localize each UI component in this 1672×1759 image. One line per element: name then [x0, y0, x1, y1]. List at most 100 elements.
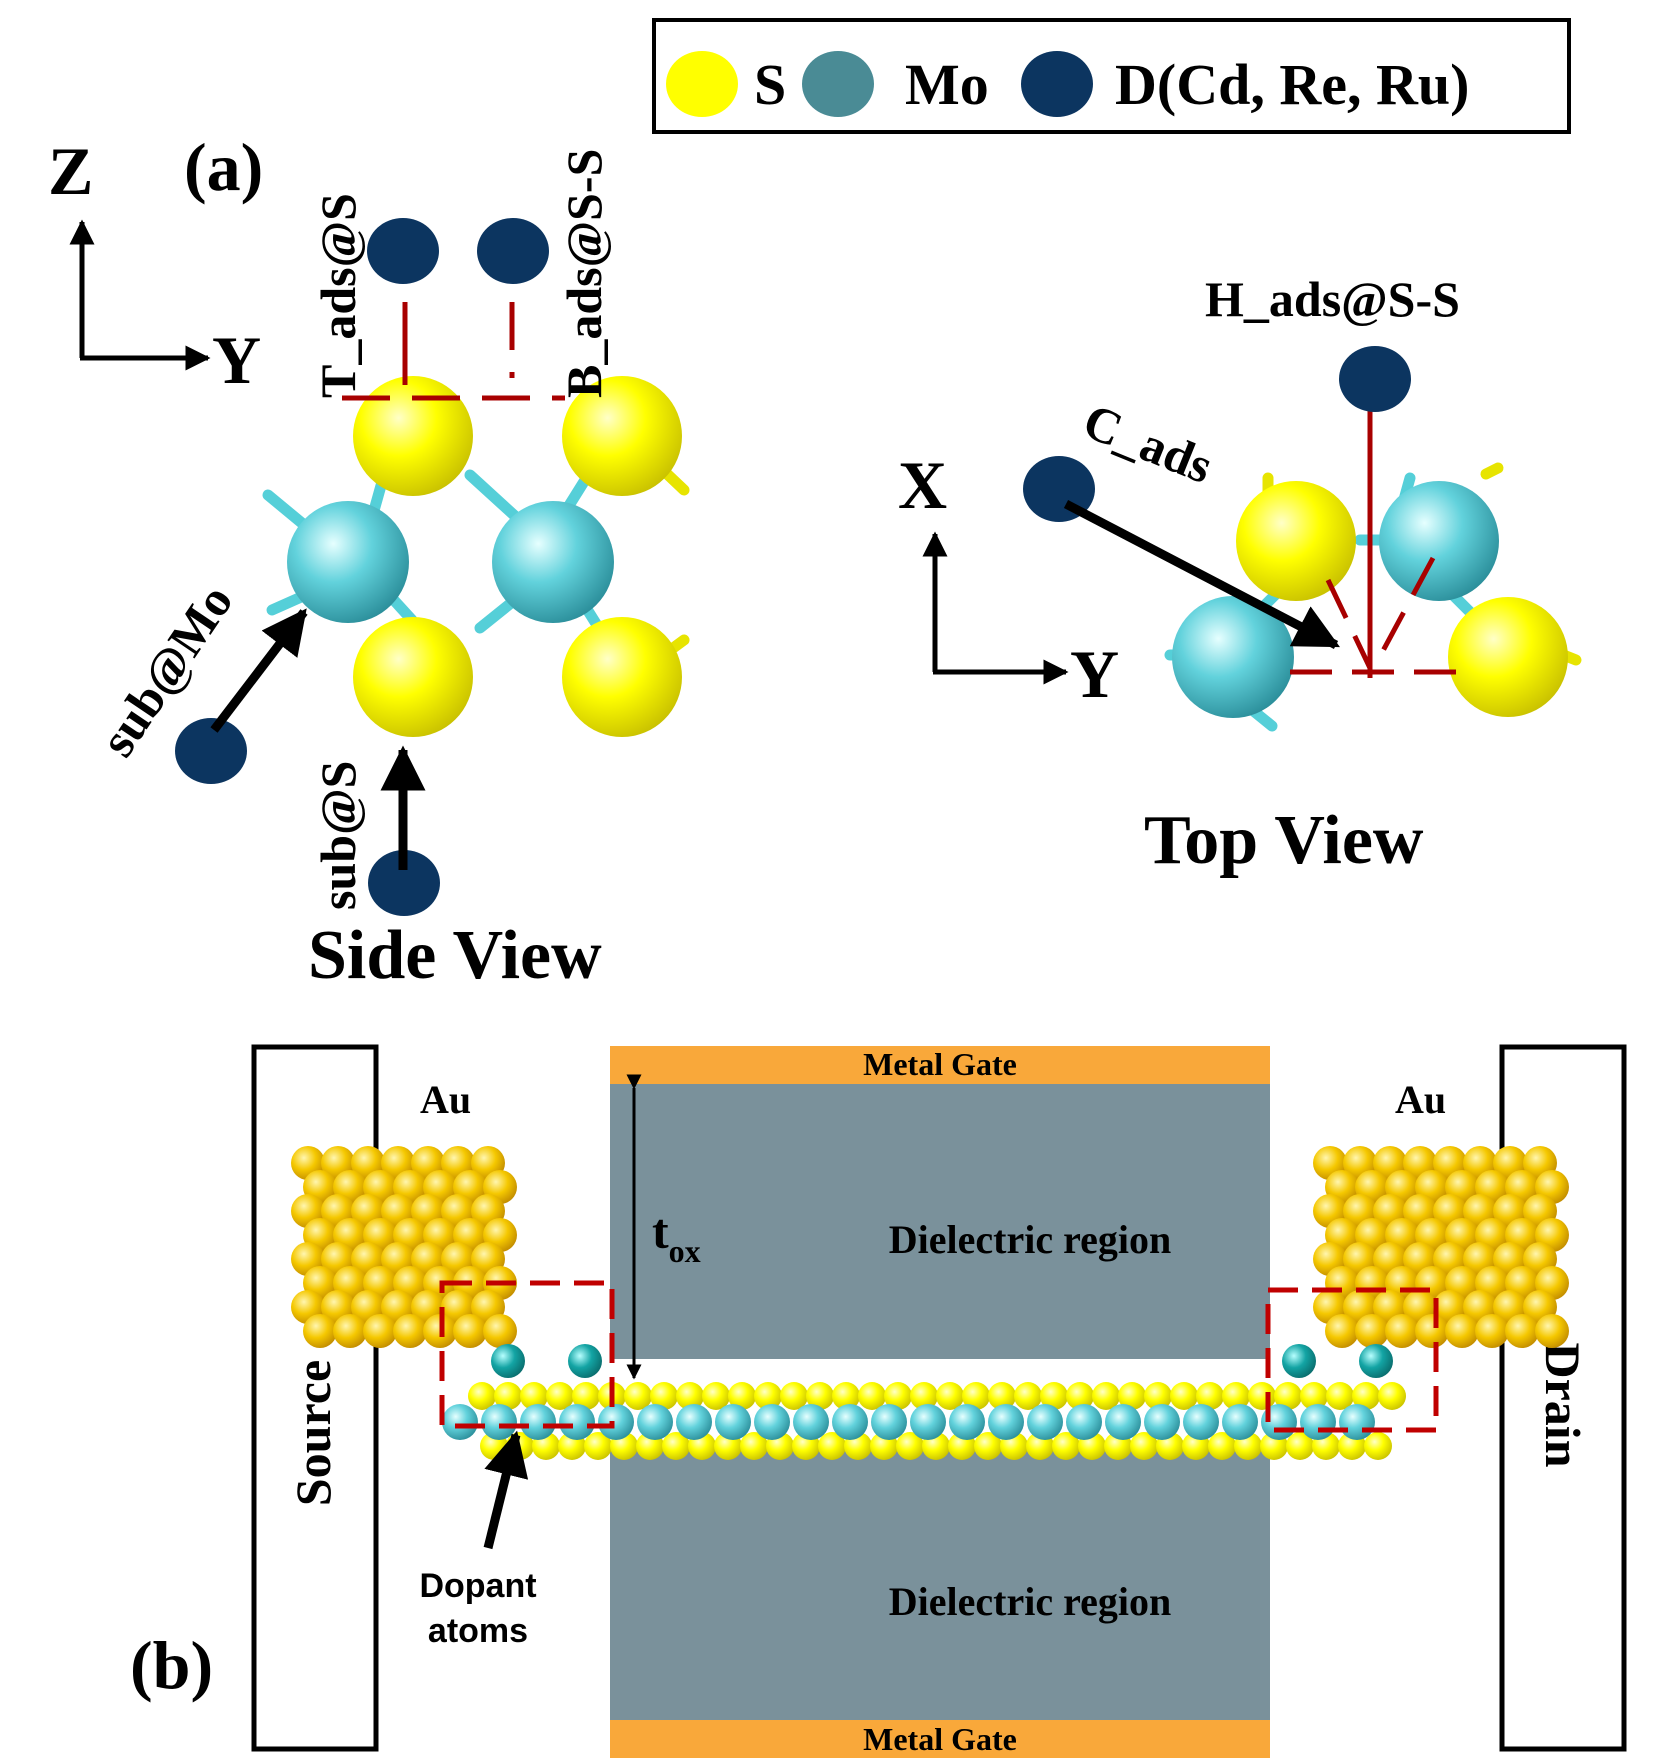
au-cluster-right — [1313, 1146, 1569, 1348]
mo-atom — [1222, 1404, 1258, 1440]
legend-mo-label: Mo — [905, 52, 989, 117]
s-atom — [1052, 1432, 1080, 1460]
top-view-caption: Top View — [1144, 802, 1424, 879]
top-dopant-hollow-site — [1339, 346, 1411, 412]
s-atom — [832, 1382, 860, 1410]
site-sub-s-label: sub@S — [310, 761, 366, 910]
panel-a-top-view: X Y — [898, 271, 1582, 879]
s-atom — [624, 1382, 652, 1410]
side-s-atom — [353, 617, 473, 737]
source-electrode — [251, 1044, 379, 1752]
s-atom — [740, 1432, 768, 1460]
top-view-ads-markers — [1290, 410, 1460, 678]
s-atom — [468, 1382, 496, 1410]
mo-atom — [793, 1404, 829, 1440]
mo-atom — [988, 1404, 1024, 1440]
side-dopant-sub-mo — [175, 718, 247, 784]
au-atom — [393, 1314, 427, 1348]
au-cluster-left — [291, 1146, 517, 1348]
side-axis-z-label: Z — [48, 133, 93, 209]
legend-mo-swatch — [802, 51, 874, 117]
au-atom — [453, 1314, 487, 1348]
s-atom — [1066, 1382, 1094, 1410]
mo-atom — [1066, 1404, 1102, 1440]
site-top-label: T_ads@S — [310, 193, 366, 398]
s-atom — [858, 1382, 886, 1410]
s-atom — [1196, 1382, 1224, 1410]
panel-a-side-view: (a) Z Y — [48, 129, 690, 994]
tox-label: tox — [652, 1203, 701, 1269]
s-atom — [988, 1382, 1016, 1410]
dielectric-bottom-label: Dielectric region — [889, 1579, 1171, 1624]
s-atom — [1130, 1432, 1158, 1460]
mo-atom — [910, 1404, 946, 1440]
s-atom — [1170, 1382, 1198, 1410]
drain-electrode — [1499, 1044, 1627, 1752]
mos2-channel — [442, 1382, 1406, 1460]
s-atom — [1222, 1382, 1250, 1410]
side-dopant-top-site — [367, 218, 439, 284]
mo-atom — [637, 1404, 673, 1440]
s-atom — [806, 1382, 834, 1410]
mo-atom — [1144, 1404, 1180, 1440]
au-atom — [1415, 1314, 1449, 1348]
panel-b-device: Metal Gate Metal Gate Dielectric region … — [130, 1044, 1627, 1758]
s-atom — [896, 1432, 924, 1460]
au-right-label: Au — [1395, 1077, 1446, 1122]
mo-atom — [715, 1404, 751, 1440]
dopant-atoms-arrow — [483, 1430, 529, 1550]
dopant-atoms-label-line1: Dopant — [419, 1567, 536, 1605]
mo-atom — [1183, 1404, 1219, 1440]
au-left-label: Au — [420, 1077, 471, 1122]
top-mo-atom — [1172, 596, 1294, 718]
center-site-arrow — [1063, 500, 1340, 649]
s-atom — [546, 1382, 574, 1410]
s-atom — [572, 1382, 600, 1410]
s-atom — [650, 1382, 678, 1410]
metal-gate-bottom — [610, 1720, 1270, 1758]
legend-dopant-swatch — [1021, 51, 1093, 117]
metal-gate-top — [610, 1046, 1270, 1084]
dopant-atom — [1282, 1344, 1316, 1378]
panel-a-label: (a) — [184, 129, 263, 205]
s-atom — [676, 1382, 704, 1410]
mo-atom — [520, 1404, 556, 1440]
legend-sulfur-label: S — [754, 52, 786, 117]
au-atom — [1355, 1314, 1389, 1348]
dopant-atom — [1359, 1344, 1393, 1378]
side-view-axes: Z Y — [48, 133, 261, 398]
au-atom — [483, 1314, 517, 1348]
top-s-atom — [1448, 597, 1568, 717]
s-atom — [1274, 1382, 1302, 1410]
dopant-region-left — [439, 1280, 615, 1429]
legend: S Mo D(Cd, Re, Ru) — [652, 18, 1571, 134]
s-atom — [520, 1382, 548, 1410]
side-s-atom — [562, 617, 682, 737]
side-s-atom — [353, 376, 473, 496]
site-bridge-label: B_ads@S-S — [556, 149, 612, 398]
au-atom — [1385, 1314, 1419, 1348]
au-atom — [1325, 1314, 1359, 1348]
dielectric-bottom — [610, 1446, 1270, 1722]
side-mo-atom — [492, 501, 614, 623]
metal-gate-top-label: Metal Gate — [863, 1046, 1017, 1082]
s-atom — [780, 1382, 808, 1410]
mo-atom — [442, 1404, 478, 1440]
side-s-atom — [562, 376, 682, 496]
au-atom — [303, 1314, 337, 1348]
site-hollow-label: H_ads@S-S — [1205, 271, 1460, 327]
side-axis-y-label: Y — [212, 322, 261, 398]
s-atom — [910, 1382, 938, 1410]
mo-atom — [559, 1404, 595, 1440]
site-center-label: C_ads — [1076, 392, 1221, 494]
top-mo-atom — [1379, 481, 1499, 601]
s-atom — [702, 1382, 730, 1410]
mo-atom — [754, 1404, 790, 1440]
au-atom — [1535, 1314, 1569, 1348]
s-atom — [728, 1382, 756, 1410]
s-atom — [936, 1382, 964, 1410]
s-atom — [1014, 1382, 1042, 1410]
s-atom — [1378, 1382, 1406, 1410]
s-atom — [584, 1432, 612, 1460]
